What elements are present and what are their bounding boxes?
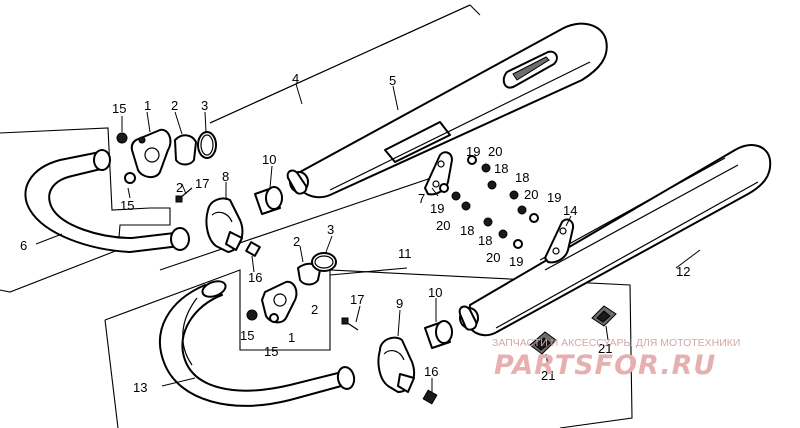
callout-1-upper: 1 <box>144 98 151 113</box>
frame-upper-top <box>209 4 471 124</box>
clip-16-a <box>245 241 261 257</box>
callout-5: 5 <box>389 73 396 88</box>
callout-10-lower: 10 <box>428 285 442 300</box>
muffler-5 <box>286 22 608 199</box>
washer-15-b <box>124 172 136 184</box>
callout-1-lower: 1 <box>288 330 295 345</box>
callout-19-a: 19 <box>466 144 480 159</box>
callout-4: 4 <box>292 71 299 86</box>
callout-21-a: 21 <box>541 368 555 383</box>
callout-19-b: 19 <box>430 201 444 216</box>
callout-19-d: 19 <box>509 254 523 269</box>
callout-18-d: 18 <box>478 233 492 248</box>
clip-16-b <box>422 389 438 405</box>
exhaust-pipe-6 <box>24 149 190 253</box>
callout-18-c: 18 <box>460 223 474 238</box>
nut-18-c <box>509 190 519 200</box>
watermark-logo: PARTSFOR.RU <box>494 350 716 381</box>
callout-3-upper: 3 <box>201 98 208 113</box>
nut-15-a <box>116 132 128 144</box>
frame-lower-assembly <box>104 269 633 428</box>
callout-17-lower: 17 <box>350 292 364 307</box>
callout-labels: 1 2 3 4 5 6 7 8 9 10 10 11 12 13 14 15 1… <box>20 71 690 395</box>
callout-2-upper: 2 <box>171 98 178 113</box>
leader-lines <box>35 83 701 392</box>
nut-18-d <box>483 217 493 227</box>
frame-lower-left <box>104 319 119 428</box>
callout-15-d: 15 <box>264 344 278 359</box>
muffler-12 <box>458 144 772 337</box>
bolt-17-lower <box>341 317 359 331</box>
frame-upper-right <box>469 4 481 16</box>
callout-19-c: 19 <box>547 190 561 205</box>
nut-15-c <box>246 309 258 321</box>
bracket-14 <box>544 218 575 264</box>
callout-16-lower: 16 <box>424 364 438 379</box>
callout-20-c: 20 <box>524 187 538 202</box>
callout-14: 14 <box>563 203 577 218</box>
callout-3-lower: 3 <box>327 222 334 237</box>
nut-18-a <box>487 180 497 190</box>
rubber-21-a <box>529 331 557 355</box>
callout-20-b: 20 <box>436 218 450 233</box>
callout-15-a: 15 <box>112 101 126 116</box>
callout-2-lower-a: 2 <box>293 234 300 249</box>
callout-15-b: 15 <box>120 198 134 213</box>
nut-20-b <box>451 191 461 201</box>
callout-12: 12 <box>676 264 690 279</box>
nut-20-a <box>481 163 491 173</box>
callout-18-a: 18 <box>494 161 508 176</box>
frame-left-upper <box>0 127 171 293</box>
callout-17-upper: 17 <box>195 176 209 191</box>
flange-lower <box>261 252 337 324</box>
washer-19-a <box>467 155 477 165</box>
exhaust-pipe-13 <box>159 280 356 407</box>
washer-15-d <box>269 313 279 323</box>
callout-18-b: 18 <box>515 170 529 185</box>
frame-leader-11 <box>329 267 408 276</box>
callout-6: 6 <box>20 238 27 253</box>
callout-2-upper-b: 2 <box>176 180 183 195</box>
nut-20-d <box>498 229 508 239</box>
callout-15-c: 15 <box>240 328 254 343</box>
washer-19-d <box>513 239 523 249</box>
flange-upper <box>130 128 217 178</box>
protector-8 <box>205 197 244 253</box>
washer-19-b <box>439 183 449 193</box>
callout-21-b: 21 <box>598 341 612 356</box>
nut-20-c <box>517 205 527 215</box>
collar-10-lower <box>424 320 453 349</box>
callout-2-lower-b: 2 <box>311 302 318 317</box>
watermark: ЗАПЧАСТИ И АКСЕССУАРЫ ДЛЯ МОТОТЕХНИКИ PA… <box>492 337 740 381</box>
watermark-caption: ЗАПЧАСТИ И АКСЕССУАРЫ ДЛЯ МОТОТЕХНИКИ <box>492 337 740 349</box>
washer-19-c <box>529 213 539 223</box>
callout-8: 8 <box>222 169 229 184</box>
protector-9 <box>377 336 416 393</box>
callout-16-upper: 16 <box>248 270 262 285</box>
rubber-21-b <box>591 305 617 327</box>
callout-7: 7 <box>418 191 425 206</box>
callout-20-a: 20 <box>488 144 502 159</box>
nut-18-b <box>461 201 471 211</box>
callout-13: 13 <box>133 380 147 395</box>
group-frames <box>0 4 633 428</box>
callout-20-d: 20 <box>486 250 500 265</box>
hardware <box>116 132 617 405</box>
callout-10-upper: 10 <box>262 152 276 167</box>
collar-10-upper <box>254 186 283 215</box>
callout-11: 11 <box>398 246 412 261</box>
frame-center-divider <box>159 174 441 271</box>
callout-9: 9 <box>396 296 403 311</box>
